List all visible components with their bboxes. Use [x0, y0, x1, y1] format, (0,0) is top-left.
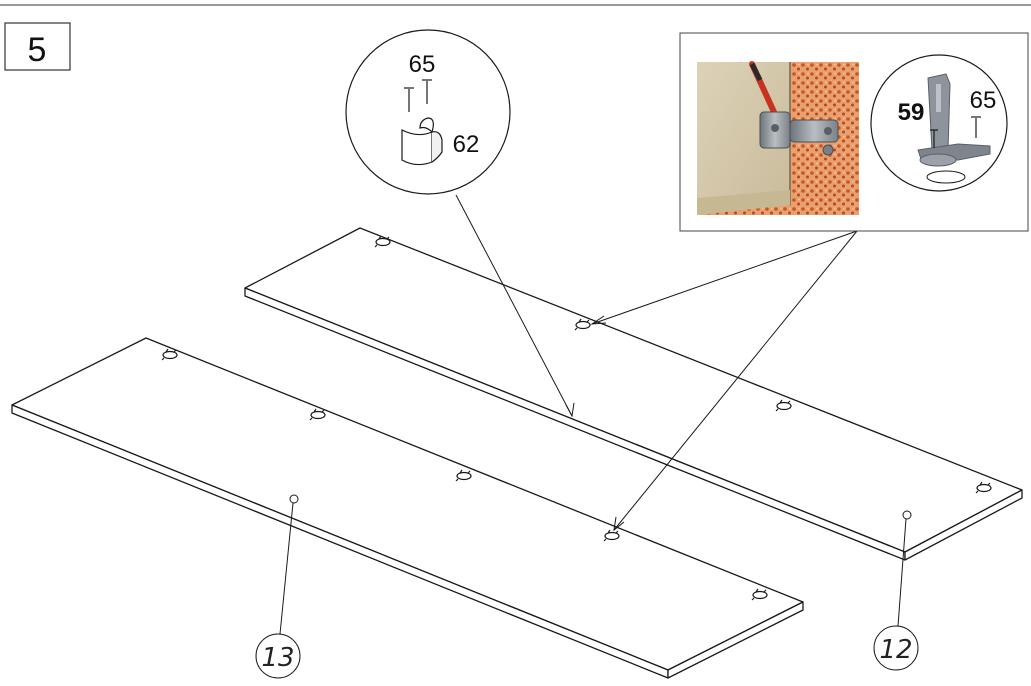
bracket-detail-callout: 65 62 — [345, 29, 511, 195]
panel-12 — [244, 227, 1023, 561]
arrow-hinge-to-panel-12 — [590, 230, 858, 325]
leader-line-12 — [897, 518, 907, 627]
handle-hole — [902, 510, 912, 520]
part-number-12: 12 — [879, 635, 912, 665]
step-number: 5 — [28, 31, 47, 69]
hinge-icon — [917, 73, 991, 184]
hinge-marker — [455, 469, 472, 482]
screw-icon — [971, 116, 981, 138]
hinge-detail-box: 59 65 — [679, 32, 1029, 232]
arrow-bracket-to-panel — [455, 194, 575, 418]
hinge-marker — [603, 529, 620, 542]
hinge-marker — [975, 481, 992, 494]
hinge-markers-panel-13 — [161, 348, 768, 601]
hinge-callout-circle: 59 65 — [870, 54, 1008, 192]
arrow-hinge-to-panel-13 — [613, 230, 858, 532]
hinge-part-number: 59 — [898, 99, 925, 126]
part-label-12: 12 — [873, 625, 919, 671]
leader-line-13 — [279, 502, 294, 635]
hinge-marker — [775, 399, 792, 412]
part-label-13: 13 — [255, 633, 301, 679]
hinge-marker — [751, 588, 768, 601]
hinge-screw-part-number: 65 — [970, 87, 997, 114]
bracket-part-number: 62 — [453, 131, 480, 158]
hinge-marker — [574, 318, 591, 331]
handle-hole — [289, 494, 299, 504]
step-number-box: 5 — [4, 22, 71, 71]
screw-part-number: 65 — [409, 51, 436, 78]
part-number-13: 13 — [261, 643, 294, 673]
hinge-marker — [309, 408, 326, 421]
hinge-marker — [161, 348, 178, 361]
hinge-markers-panel-12 — [374, 235, 992, 494]
hinge-installation-photo — [697, 61, 859, 215]
screw-icon — [404, 79, 432, 112]
bracket-icon — [401, 117, 443, 166]
panel-13 — [11, 337, 804, 679]
hinge-marker — [374, 235, 391, 248]
